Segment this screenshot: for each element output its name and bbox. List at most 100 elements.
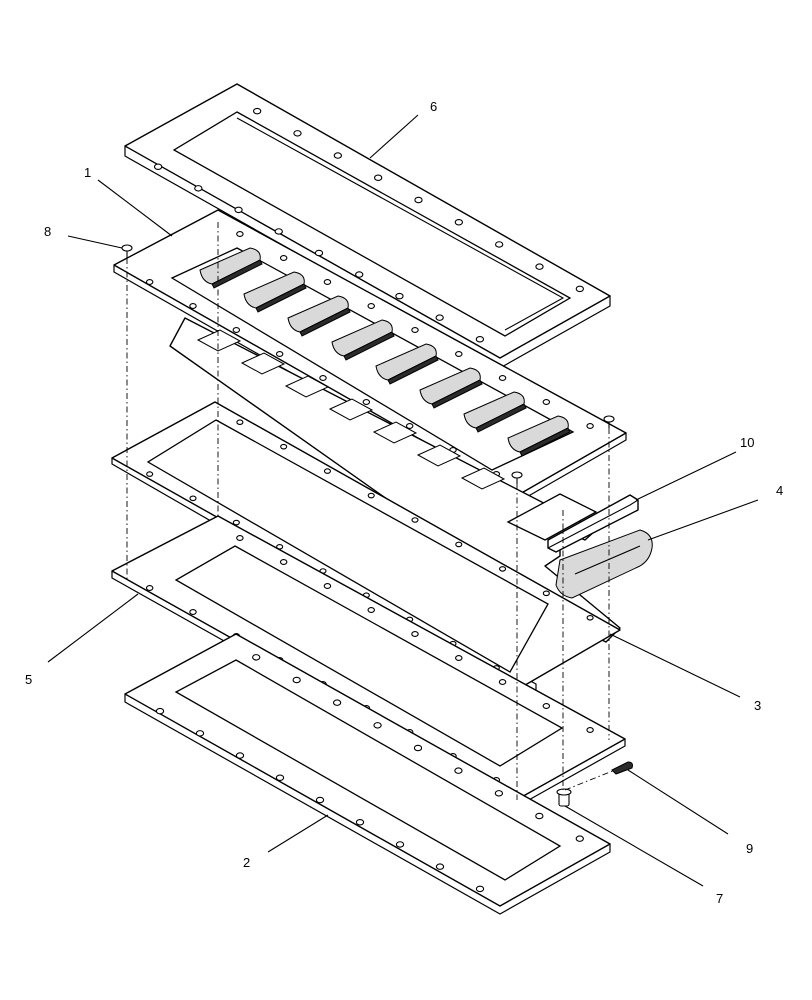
plate-hole xyxy=(362,399,371,405)
plate-hole xyxy=(542,399,551,405)
strip-window xyxy=(372,421,418,444)
louver-slat-shadow xyxy=(343,331,395,361)
louver-slat-shadow xyxy=(387,355,439,385)
frame-hole xyxy=(293,130,302,137)
part-4-handle xyxy=(555,529,653,599)
frame-hole xyxy=(274,228,283,235)
gasket-hole xyxy=(279,559,288,565)
gasket-hole xyxy=(411,631,419,637)
gasket-hole xyxy=(586,614,594,621)
strip-window xyxy=(416,444,462,467)
plate-hole xyxy=(145,279,154,285)
frame-hole xyxy=(315,796,325,804)
gasket-hole xyxy=(189,609,197,615)
strip-window xyxy=(460,467,506,490)
frame-hole xyxy=(395,841,405,848)
part-3-slotted-strip xyxy=(169,317,621,643)
part-3-end-slot xyxy=(506,493,598,541)
frame-hole xyxy=(475,335,485,343)
frame-hole xyxy=(373,722,382,729)
louver-slat-shadow xyxy=(255,283,307,313)
callout-7: 7 xyxy=(716,891,724,906)
callout-5: 5 xyxy=(25,672,33,687)
callout-8: 8 xyxy=(44,224,52,239)
gasket-hole xyxy=(367,492,375,499)
frame-hole xyxy=(395,292,404,300)
frame-hole xyxy=(234,206,243,214)
callout-10: 10 xyxy=(740,435,755,450)
frame-hole xyxy=(454,218,463,226)
part-2-bottom-frame xyxy=(124,633,611,915)
part-2-frame-opening xyxy=(174,659,562,881)
frame-hole xyxy=(153,163,163,171)
part-10-slide-bar xyxy=(547,494,639,553)
gasket-hole xyxy=(280,443,288,450)
plate-hole xyxy=(405,423,414,429)
frame-hole xyxy=(355,271,364,278)
strip-window xyxy=(196,329,242,352)
strip-window xyxy=(328,398,374,421)
gasket-hole xyxy=(367,607,375,613)
frame-hole xyxy=(494,790,504,797)
frame-hole xyxy=(454,767,463,774)
callout-4: 4 xyxy=(776,483,784,498)
plate-hole xyxy=(236,231,244,237)
frame-hole xyxy=(495,241,504,248)
part-1-louver-plate xyxy=(113,209,627,503)
gasket-hole xyxy=(236,419,244,426)
part-7-stud xyxy=(556,788,572,807)
callout-6: 6 xyxy=(430,99,438,114)
gasket-hole xyxy=(145,585,154,591)
callout-3: 3 xyxy=(754,698,762,713)
plate-hole xyxy=(367,303,375,309)
frame-hole xyxy=(575,835,584,842)
frame-hole xyxy=(475,885,485,893)
plate-hole xyxy=(498,375,507,381)
gasket-hole xyxy=(542,703,551,709)
frame-hole xyxy=(333,152,342,159)
callout-9: 9 xyxy=(746,841,754,856)
frame-hole xyxy=(292,676,301,684)
part-4-handle-body xyxy=(555,529,653,599)
gasket-hole xyxy=(146,471,154,477)
plate-hole xyxy=(455,351,463,357)
plate-hole xyxy=(232,327,241,333)
frame-hole xyxy=(252,654,261,661)
frame-hole xyxy=(253,107,262,115)
callout-1: 1 xyxy=(84,165,92,180)
frame-hole xyxy=(374,174,383,182)
alignment-lines xyxy=(126,222,616,800)
frame-hole xyxy=(275,774,285,782)
plate-hole xyxy=(279,255,288,261)
gasket-hole xyxy=(411,517,419,523)
louver-slat-shadow xyxy=(519,427,571,457)
plate-hole xyxy=(319,375,327,381)
part-5-lower-opening xyxy=(174,545,564,767)
part-6-frame-opening xyxy=(172,111,572,337)
rivet-right-upper xyxy=(603,415,615,428)
gasket-hole xyxy=(498,679,507,685)
frame-hole xyxy=(575,285,584,293)
frame-hole xyxy=(535,263,544,270)
callout-leaders xyxy=(47,114,759,887)
frame-hole xyxy=(413,744,423,752)
louver-slat-shadow xyxy=(299,307,351,337)
gasket-hole xyxy=(542,590,550,597)
strip-window xyxy=(284,375,330,398)
part-9-pin xyxy=(611,761,633,775)
frame-hole xyxy=(414,196,423,204)
part-5-upper-opening xyxy=(146,419,549,673)
louver-slat-shadow xyxy=(475,403,527,433)
frame-hole xyxy=(314,249,324,257)
plate-hole xyxy=(411,327,419,333)
frame-hole xyxy=(435,314,444,321)
gasket-hole xyxy=(323,583,332,589)
gasket-hole xyxy=(455,541,463,548)
frame-hole xyxy=(535,812,544,820)
frame-hole xyxy=(435,863,445,870)
gasket-hole xyxy=(232,519,240,526)
gasket-hole xyxy=(323,468,331,474)
rivet-right-lower xyxy=(511,471,523,484)
